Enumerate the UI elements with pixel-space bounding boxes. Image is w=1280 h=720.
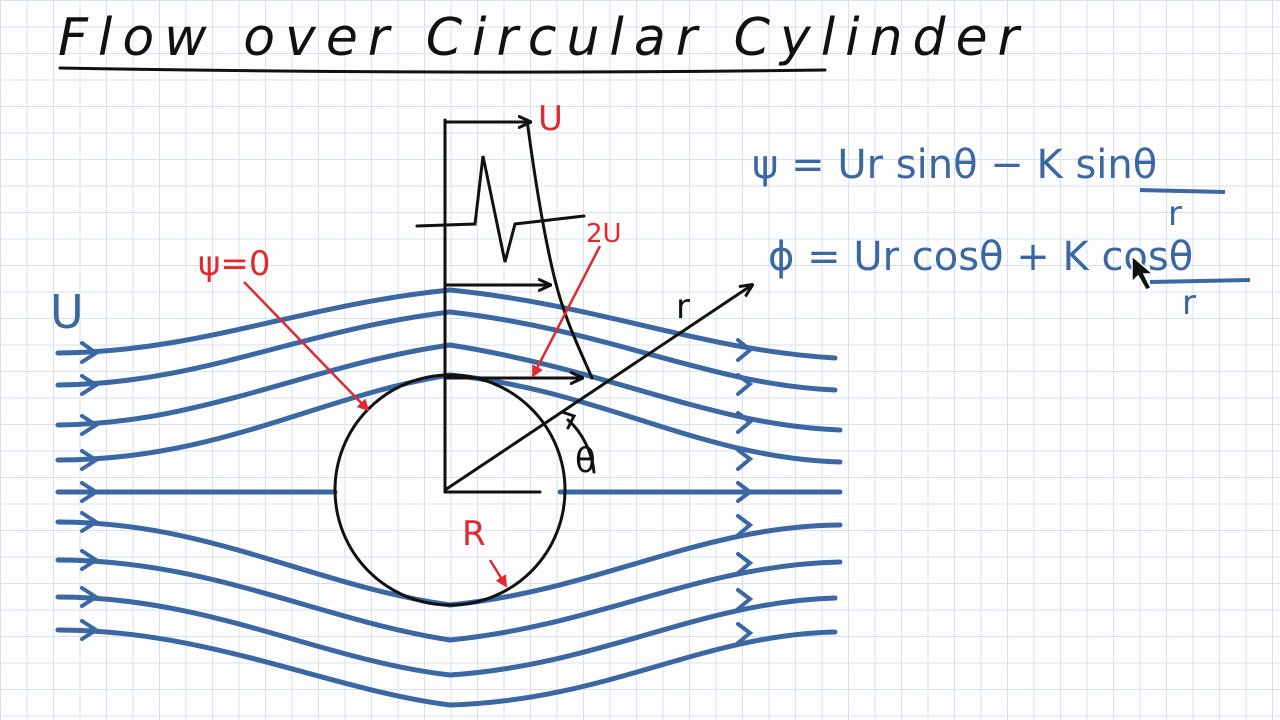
- psi-fraction-bar: [1139, 188, 1226, 194]
- velocity-profile: [415, 118, 752, 494]
- psi-zero-label: ψ=0: [198, 244, 271, 284]
- angle-label: θ: [575, 441, 596, 481]
- max-velocity-label: 2U: [586, 219, 622, 249]
- phi-equation: ϕ = Ur cosθ + K cosθ: [768, 234, 1193, 280]
- streamline: [55, 309, 838, 393]
- outlet-arrowheads: [736, 338, 754, 645]
- radial-vector: [443, 285, 752, 492]
- max-velocity-pointer: [531, 245, 602, 378]
- freestream-label: U: [50, 285, 84, 339]
- velocity-profile-curve: [525, 118, 594, 380]
- theta-arrowhead: [560, 410, 577, 430]
- stream-function-equation: ψ = Ur sinθ − K sinθ r: [752, 142, 1226, 234]
- phi-denominator: r: [1182, 283, 1196, 323]
- psi-zero-pointer: [243, 281, 370, 412]
- radial-label: r: [676, 287, 690, 327]
- title-underline: [58, 66, 827, 74]
- mouse-cursor-icon: [1131, 254, 1156, 291]
- streamline: [55, 594, 838, 678]
- cylinder: [333, 373, 567, 607]
- inlet-arrowheads: [80, 341, 100, 641]
- page-title: Flow over Circular Cylinder: [58, 8, 1029, 68]
- streamlines: [55, 287, 843, 708]
- streamline: [55, 519, 843, 608]
- psi-denominator: r: [1168, 194, 1182, 234]
- velocity-potential-equation: ϕ = Ur cosθ + K cosθ r: [768, 234, 1251, 323]
- streamline: [55, 557, 843, 643]
- annotation-arrows: [243, 245, 602, 588]
- psi-equation: ψ = Ur sinθ − K sinθ: [752, 142, 1157, 188]
- streamline: [55, 342, 843, 433]
- radius-pointer: [488, 559, 508, 588]
- phi-fraction-bar: [1149, 278, 1251, 284]
- top-velocity-label: U: [538, 99, 563, 139]
- streamline: [55, 287, 838, 361]
- streamline: [55, 627, 838, 708]
- streamline: [55, 372, 843, 465]
- profile-scribble: [415, 155, 586, 263]
- radius-label: R: [462, 514, 486, 554]
